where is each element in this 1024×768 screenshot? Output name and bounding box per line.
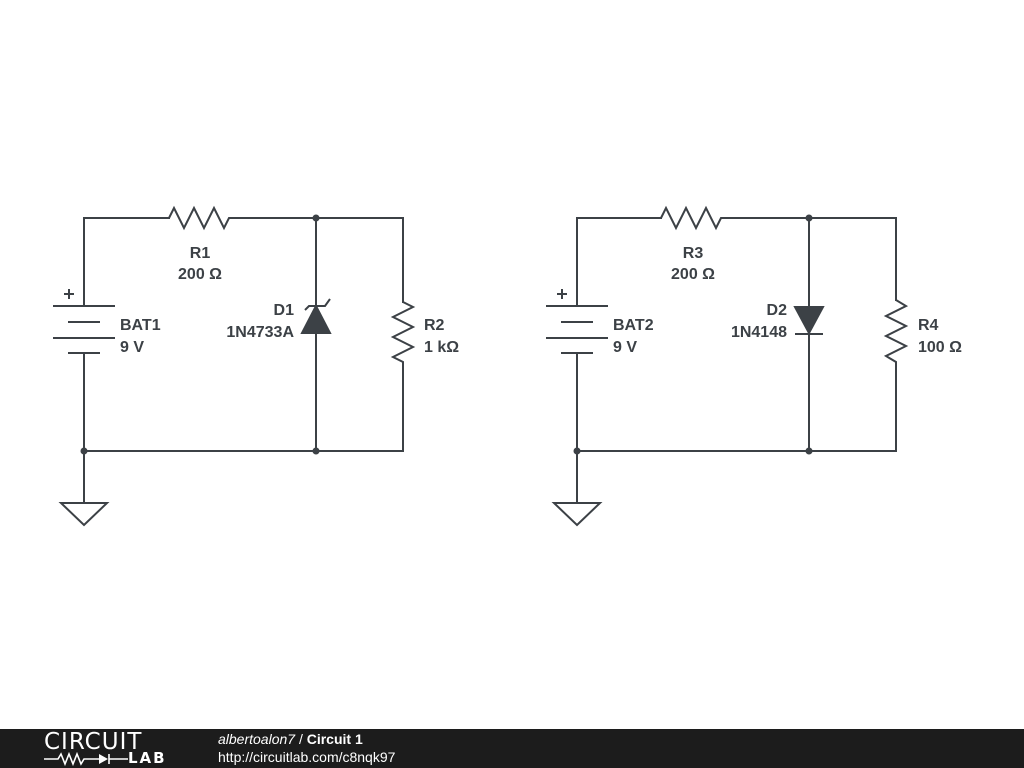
author-link[interactable]: albertoalon7: [218, 731, 296, 747]
r2-ref: R2: [424, 317, 445, 334]
bat2-value: 9 V: [613, 339, 637, 356]
d2-ref: D2: [767, 302, 788, 319]
junction-dot: [312, 214, 320, 222]
credit-line: albertoalon7 / Circuit 1: [218, 731, 363, 748]
logo-wordmark-top: CIRCUIT: [44, 729, 143, 755]
battery-bat2[interactable]: BAT2 9 V: [546, 289, 654, 366]
wires-left: [83, 217, 404, 504]
d1-value: 1N4733A: [226, 324, 294, 341]
junction-dot: [805, 214, 813, 222]
zener-diode-d1[interactable]: D1 1N4733A: [226, 298, 332, 341]
logo-wordmark-bottom: LAB: [128, 749, 167, 767]
diode-d2[interactable]: D2 1N4148: [731, 302, 825, 341]
r3-ref: R3: [683, 245, 704, 262]
bat1-value: 9 V: [120, 339, 144, 356]
d2-value: 1N4148: [731, 324, 787, 341]
ground-right: [551, 502, 603, 527]
circuit-right: R3 200 Ω BAT2 9 V D2 1N4148 R4 10: [546, 205, 962, 527]
battery-bat1[interactable]: BAT1 9 V: [53, 289, 161, 366]
bat2-ref: BAT2: [613, 317, 654, 334]
resistor-r1[interactable]: R1 200 Ω: [168, 205, 233, 283]
wires-right: [576, 217, 897, 504]
circuit-url-link[interactable]: http://circuitlab.com/c8nqk97: [218, 749, 396, 765]
d1-ref: D1: [274, 302, 295, 319]
ground-left: [58, 502, 110, 527]
footer-bar: CIRCUIT LAB albertoalon7 / Circuit 1 htt…: [0, 729, 1024, 768]
resistor-diode-icon: [44, 752, 128, 766]
junction-dot: [805, 447, 813, 455]
r4-ref: R4: [918, 317, 939, 334]
circuit-title: Circuit 1: [306, 731, 363, 747]
r3-value: 200 Ω: [671, 266, 715, 283]
bat1-ref: BAT1: [120, 317, 161, 334]
circuitlab-logo[interactable]: CIRCUIT LAB: [44, 730, 176, 768]
junction-dot: [573, 447, 581, 455]
separator: /: [295, 731, 307, 747]
resistor-r3[interactable]: R3 200 Ω: [660, 205, 725, 283]
resistor-r4[interactable]: R4 100 Ω: [883, 299, 962, 368]
r2-value: 1 kΩ: [424, 339, 459, 356]
resistor-r2[interactable]: R2 1 kΩ: [390, 301, 459, 368]
r4-value: 100 Ω: [918, 339, 962, 356]
circuit-left: R1 200 Ω BAT1 9 V D1 1N4733A R2 1: [53, 205, 459, 527]
schematic-canvas: R1 200 Ω BAT1 9 V D1 1N4733A R2 1: [53, 205, 962, 527]
r1-ref: R1: [190, 245, 211, 262]
r1-value: 200 Ω: [178, 266, 222, 283]
junction-dot: [312, 447, 320, 455]
junction-dot: [80, 447, 88, 455]
